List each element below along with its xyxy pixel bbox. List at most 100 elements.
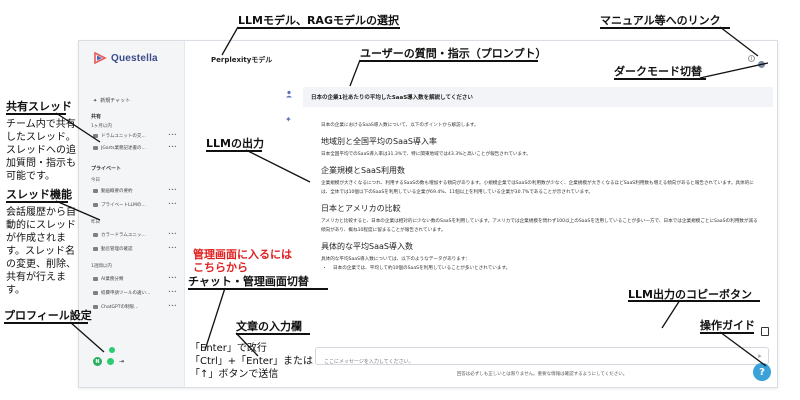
questella-logo-icon — [94, 51, 107, 65]
annotation-prompt: ユーザーの質問・指示（プロンプト） — [360, 47, 547, 60]
shared-thread-item[interactable]: JGarts業務記述書の… ••• — [93, 143, 177, 152]
answer-heading: 企業規模とSaaS利用数 — [321, 166, 405, 175]
annotation-underline — [206, 150, 262, 152]
chat-bubble-icon — [93, 202, 98, 207]
chat-bubble-icon — [93, 133, 98, 138]
more-menu-icon[interactable]: ••• — [168, 304, 177, 309]
answer-intro: 日本の企業におけるSaaS導入数について、以下のポイントから解説します。 — [321, 123, 479, 128]
disclaimer-text: 回答は必ずしも正しいとは限りません。重要な情報は確認するようにしてください。 — [456, 372, 628, 377]
more-menu-icon[interactable]: ••• — [168, 145, 177, 150]
annotation-copy-button: LLM出力のコピーボタン — [628, 288, 752, 301]
sidebar-footer: N ⇥ — [93, 357, 124, 366]
profile-avatar[interactable]: N — [93, 357, 102, 366]
thread-item[interactable]: ChatGPTの制限… ••• — [93, 302, 177, 311]
thread-item[interactable]: 動画概要の要約 ••• — [93, 186, 177, 195]
admin-toggle-indicator[interactable] — [109, 347, 115, 353]
new-chat-button[interactable]: ✦ 新規チャット — [93, 97, 131, 105]
gear-icon[interactable] — [107, 358, 114, 365]
annotation-underline — [238, 27, 400, 29]
annotation-thread-feature-desc: 会話履歴から自動的にスレッドが作成されます。スレッド名の変更、削除、共有が行えま… — [6, 207, 76, 296]
chat-bubble-icon — [93, 232, 98, 237]
thread-item[interactable]: AI業務分類 ••• — [93, 274, 177, 283]
shared-section-title: 共有 — [91, 114, 102, 120]
new-chat-label: 新規チャット — [100, 98, 131, 104]
annotation-admin-hint-1: 管理画面に入るには — [193, 248, 292, 261]
thread-item[interactable]: 勤怠管理の確認 ••• — [93, 244, 177, 253]
annotation-underline — [700, 332, 754, 334]
annotation-dark-mode: ダークモード切替 — [614, 65, 702, 78]
annotation-profile-settings: プロフィール設定 — [4, 309, 92, 322]
copy-icon[interactable] — [761, 327, 769, 336]
answer-heading: 具体的な平均SaaS導入数 — [321, 242, 413, 251]
main-panel: Perplexityモデル i 日本の企業1社あたりの平均したSaaS導入数を解… — [185, 41, 777, 387]
chat-bubble-icon — [93, 145, 98, 150]
logout-icon[interactable]: ⇥ — [119, 358, 125, 365]
chat-bubble-icon — [93, 304, 98, 309]
annotation-shared-thread: 共有スレッド — [6, 100, 72, 113]
info-icon[interactable]: i — [748, 55, 755, 62]
annotation-underline — [4, 322, 88, 324]
annotation-manual-link: マニュアル等へのリンク — [600, 14, 721, 27]
more-menu-icon[interactable]: ••• — [168, 290, 177, 295]
annotation-underline — [614, 78, 706, 80]
send-icon[interactable]: ➤ — [756, 353, 762, 360]
more-menu-icon[interactable]: ••• — [168, 246, 177, 251]
user-question-text: 日本の企業1社あたりの平均したSaaS導入数を解説してください — [311, 95, 473, 101]
ai-sparkle-icon: ✦ — [285, 115, 292, 124]
annotation-underline — [360, 60, 538, 62]
chat-bubble-icon — [93, 290, 98, 295]
answer-paragraph: 企業規模が大きくなるにつれ、利用するSaaSの数も増加する傾向があります。小規模… — [321, 181, 754, 195]
shared-period-label: 1ヶ月以内 — [91, 124, 112, 129]
today-label: 今日 — [91, 178, 100, 183]
more-menu-icon[interactable]: ••• — [168, 188, 177, 193]
brand-name: Questella — [111, 52, 158, 64]
private-section-title: プライベート — [91, 166, 122, 172]
answer-list-item: 日本の企業では、平均して約10個のSaaSを利用していることが多いとされています… — [333, 264, 761, 273]
week-label: 1週間以内 — [91, 264, 112, 269]
message-input[interactable] — [316, 354, 768, 370]
thread-item[interactable]: 経費申請ツールの違い… ••• — [93, 288, 177, 297]
brand-logo[interactable]: Questella — [93, 51, 158, 65]
more-menu-icon[interactable]: ••• — [168, 276, 177, 281]
chat-bubble-icon — [93, 188, 98, 193]
annotation-underline — [6, 201, 68, 203]
more-menu-icon[interactable]: ••• — [168, 202, 177, 207]
yesterday-label: 昨日 — [91, 220, 100, 225]
annotation-shared-thread-desc: チーム内で共有したスレッド。スレッドへの追加質問・指示も可能です。 — [6, 119, 76, 182]
annotation-enter-hint-3: 「↑」ボタンで送信 — [190, 369, 279, 380]
app-window: Questella ✦ 新規チャット 共有 1ヶ月以内 ドラムユニットの交… •… — [78, 40, 778, 388]
message-input-box: ➤ — [315, 347, 769, 370]
dark-mode-toggle[interactable] — [758, 61, 765, 68]
annotation-model-select: LLMモデル、RAGモデルの選択 — [238, 14, 399, 27]
shared-thread-item[interactable]: ドラムユニットの交… ••• — [93, 131, 177, 140]
annotation-underline — [188, 288, 328, 290]
annotation-text-input: 文章の入力欄 — [236, 320, 302, 333]
annotation-chat-admin-toggle: チャット・管理画面切替 — [188, 275, 309, 288]
annotation-underline — [6, 113, 66, 115]
sparkle-icon: ✦ — [93, 97, 98, 104]
more-menu-icon[interactable]: ••• — [168, 133, 177, 138]
answer-paragraph: 具体的な平均SaaS導入数については、以下のようなデータがあります： — [321, 257, 471, 262]
answer-heading: 地域別と全国平均のSaaS導入率 — [321, 137, 437, 146]
answer-paragraph: 日本全国平均でのSaaS導入率は31.3%で、特に関東地域では43.3%と高いこ… — [321, 152, 531, 157]
annotation-thread-feature: スレッド機能 — [6, 188, 72, 201]
annotation-enter-hint-1: 「Enter」で改行 — [190, 343, 267, 354]
chat-bubble-icon — [93, 246, 98, 251]
help-button[interactable]: ? — [753, 363, 771, 381]
thread-item[interactable]: プライベートLLMの… ••• — [93, 200, 177, 209]
more-menu-icon[interactable]: ••• — [168, 232, 177, 237]
sidebar: Questella ✦ 新規チャット 共有 1ヶ月以内 ドラムユニットの交… •… — [79, 41, 185, 387]
llm-answer: 日本の企業におけるSaaS導入数について、以下のポイントから解説します。 地域別… — [321, 121, 761, 273]
chat-bubble-icon — [93, 276, 98, 281]
answer-paragraph: アメリカと比較すると、日本の企業は相対的に少ない数のSaaSを利用しています。ア… — [321, 219, 758, 233]
annotation-underline — [628, 300, 760, 302]
thread-item[interactable]: カラードラムユニッ… ••• — [93, 230, 177, 239]
annotation-enter-hint-2: 「Ctrl」+「Enter」または — [190, 356, 314, 367]
model-selector[interactable]: Perplexityモデル — [211, 56, 273, 64]
answer-heading: 日本とアメリカの比較 — [321, 204, 401, 213]
annotation-underline — [600, 27, 730, 29]
annotation-operation-guide: 操作ガイド — [700, 319, 755, 332]
user-message: 日本の企業1社あたりの平均したSaaS導入数を解説してください — [303, 87, 773, 107]
user-icon — [286, 90, 292, 98]
